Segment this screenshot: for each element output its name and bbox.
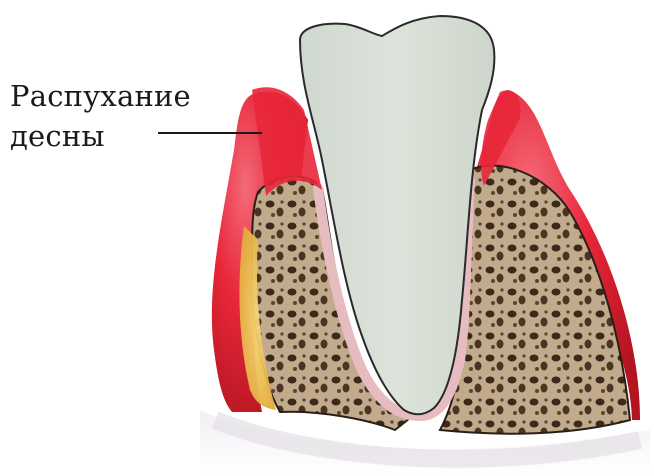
annotation-label: Распухание десны [10, 76, 191, 156]
annotation-line-2: десны [10, 116, 191, 156]
annotation-line-1: Распухание [10, 76, 191, 116]
